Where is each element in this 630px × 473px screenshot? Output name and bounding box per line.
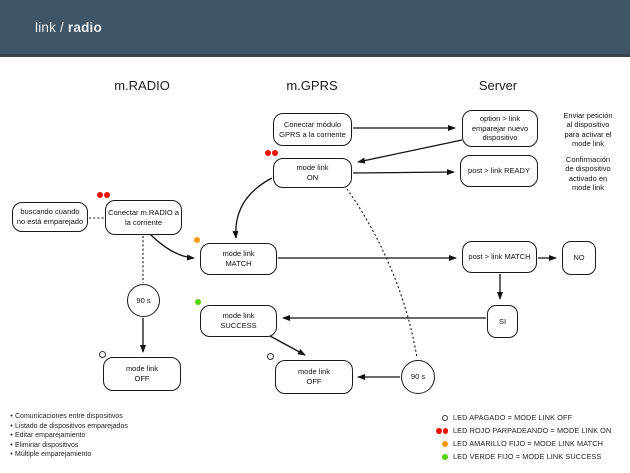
- annotation-confirmacion: Confirmación de dispositivo activado en …: [565, 155, 611, 193]
- bullet-icon: •: [10, 432, 13, 440]
- node-option-link: option > link emparejar nuevo dispositiv…: [462, 110, 538, 147]
- legend-item-match: LED AMARILLO FIJO = MODE LINK MATCH: [436, 437, 611, 450]
- arrow-success-to-offgprs: [269, 335, 306, 356]
- legend-label: LED APAGADO = MODE LINK OFF: [453, 413, 573, 422]
- node-gprs-power: Conectar módulo GPRS a la corriente: [273, 113, 352, 146]
- arrow-option-to-modelinkon: [357, 139, 463, 164]
- led-red-dot: [272, 150, 278, 156]
- node-mode-link-on: mode link ON: [273, 158, 352, 188]
- node-no: NO: [562, 241, 596, 275]
- feature-label: Editar emparejamiento: [15, 432, 86, 440]
- feature-label: Listado de dispositivos emparejados: [15, 422, 128, 430]
- dotted-modelinkon-timer: [346, 188, 418, 359]
- column-label-mradio: m.RADIO: [114, 78, 170, 93]
- node-si: SI: [487, 305, 518, 338]
- node-mode-link-off-radio: mode link OFF: [103, 357, 181, 391]
- feature-label: Múltiple emparejamiento: [15, 451, 92, 459]
- led-legend: LED APAGADO = MODE LINK OFF LED ROJO PAR…: [436, 411, 611, 463]
- node-mode-link-match: mode link MATCH: [200, 243, 277, 275]
- led-green-icon: [436, 453, 453, 460]
- node-radio-power: Conectar m.RADIO a la corriente: [105, 200, 182, 235]
- node-post-link-ready: post > link READY: [460, 155, 538, 187]
- led-off-circle: [99, 351, 106, 358]
- led-red-dot: [265, 150, 271, 156]
- feature-label: Comunicaciones entre dispositivos: [15, 413, 123, 420]
- arrow-modelinkon-to-ready: [352, 169, 455, 176]
- legend-item-on: LED ROJO PARPADEANDO = MODE LINK ON: [436, 424, 611, 437]
- led-red-dot: [97, 192, 103, 198]
- node-timer-gprs: 90 s: [401, 360, 435, 394]
- legend-label: LED VERDE FIJO = MODE LINK SUCCESS: [453, 452, 602, 461]
- column-label-server: Server: [478, 78, 518, 93]
- list-item: •Comunicaciones entre dispositivos: [8, 412, 128, 422]
- list-item: •Múltiple emparejamiento: [8, 450, 128, 460]
- node-mode-link-off-gprs: mode link OFF: [275, 360, 353, 394]
- bullet-icon: •: [10, 413, 13, 420]
- node-timer-radio: 90 s: [127, 284, 160, 317]
- annotation-enviar-peticion: Enviar petición al dispositivo para acti…: [563, 111, 613, 149]
- led-amber-dot: [194, 237, 200, 243]
- led-red-dot: [104, 192, 110, 198]
- legend-item-off: LED APAGADO = MODE LINK OFF: [436, 411, 611, 424]
- bullet-icon: •: [10, 451, 13, 459]
- list-item: •Eliminar dispositivos: [8, 441, 128, 451]
- led-green-dot: [195, 299, 201, 305]
- led-amber-icon: [436, 440, 453, 447]
- bullet-icon: •: [10, 422, 13, 430]
- led-off-circle: [267, 353, 274, 360]
- column-label-mgprs: m.GPRS: [286, 78, 338, 93]
- legend-label: LED ROJO PARPADEANDO = MODE LINK ON: [453, 426, 612, 435]
- legend-label: LED AMARILLO FIJO = MODE LINK MATCH: [453, 439, 603, 448]
- node-buscando: buscando cuando no está emparejado: [12, 202, 88, 232]
- legend-item-success: LED VERDE FIJO = MODE LINK SUCCESS: [436, 450, 611, 463]
- node-mode-link-success: mode link SUCCESS: [200, 305, 277, 337]
- feature-list: •Comunicaciones entre dispositivos •List…: [8, 412, 128, 460]
- list-item: •Editar emparejamiento: [8, 431, 128, 441]
- page-title-prefix: link /: [35, 19, 64, 35]
- title-bar: link / radio: [0, 0, 630, 57]
- led-red-icon: [436, 427, 453, 434]
- page-title: link / radio: [35, 20, 102, 35]
- page-title-bold: radio: [67, 19, 102, 35]
- arrow-modelinkon-to-match: [232, 177, 273, 239]
- feature-label: Eliminar dispositivos: [15, 441, 79, 449]
- bullet-icon: •: [10, 441, 13, 449]
- list-item: •Listado de dispositivos emparejados: [8, 422, 128, 432]
- node-post-link-match: post > link MATCH: [462, 241, 537, 273]
- led-off-icon: [436, 414, 453, 421]
- arrow-radiopower-to-match: [149, 233, 195, 261]
